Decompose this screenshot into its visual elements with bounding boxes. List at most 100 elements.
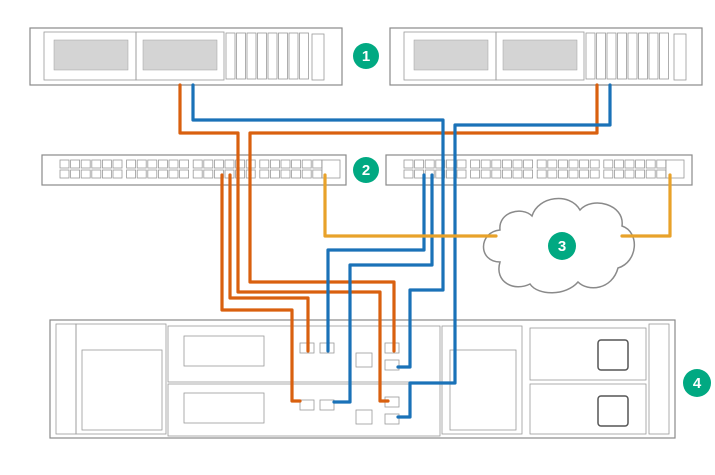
switch-port (435, 169, 446, 179)
switch-port (112, 169, 123, 179)
orange-cable (228, 173, 310, 353)
switch-port (280, 169, 291, 179)
switch-left (41, 154, 347, 186)
drive-bay (617, 32, 627, 80)
switch-port (59, 169, 70, 179)
switch-port (558, 159, 568, 169)
switch-port (547, 159, 558, 169)
callout-label-1: 1 (362, 48, 370, 65)
switch-port (235, 159, 246, 169)
switch-port (589, 169, 600, 179)
switch-port (203, 159, 214, 169)
yellow-cable (620, 173, 672, 238)
switch-port (80, 159, 91, 169)
switch-port (558, 169, 568, 179)
cables (178, 83, 672, 419)
switch-port (301, 159, 312, 169)
drive-bay (236, 32, 246, 80)
switch-port (624, 159, 635, 169)
switch-port (213, 169, 224, 179)
drive-bay (267, 32, 278, 80)
server-right (389, 27, 703, 86)
drive-bay (585, 32, 596, 80)
switch-port (136, 169, 147, 179)
switch-port (547, 169, 558, 179)
drive-bay (606, 32, 617, 80)
switch-port (179, 169, 190, 179)
switch-port (635, 159, 645, 169)
callout-badge-4: 4 (683, 369, 711, 397)
switch-port (523, 169, 533, 179)
switch-port (126, 169, 136, 179)
switch-port (645, 159, 656, 169)
switch-port (568, 169, 579, 179)
switch-port (291, 159, 302, 169)
switch-port (589, 159, 600, 169)
switch-port (491, 159, 502, 169)
switch-port (523, 159, 533, 169)
drive-bay (278, 32, 288, 80)
drive-bay (246, 32, 257, 80)
switch-port (645, 169, 656, 179)
switch-port (192, 169, 203, 179)
switch-port (168, 169, 179, 179)
blue-cable (396, 173, 445, 369)
switch-port (424, 159, 435, 169)
switch-port (102, 169, 112, 179)
blue-cable (453, 83, 612, 177)
power-supply-bottom (529, 383, 647, 435)
switch-port (102, 159, 112, 169)
switch-port (579, 159, 589, 169)
switch-port (179, 159, 190, 169)
switch-port (136, 159, 147, 169)
callout-label-3: 3 (558, 238, 566, 255)
switch-port (213, 159, 224, 169)
blue-cable (396, 173, 457, 419)
switch-port (512, 169, 523, 179)
switch-port (91, 159, 102, 169)
switch-port (568, 159, 579, 169)
switch-port (157, 169, 168, 179)
drive-bay (596, 32, 606, 80)
switch-port (614, 169, 624, 179)
switch-port (168, 159, 179, 169)
switch-port (491, 169, 502, 179)
switch-port (635, 169, 645, 179)
switch-port (269, 169, 280, 179)
drive-bay (627, 32, 638, 80)
drive-bay (225, 32, 236, 80)
switch-port (301, 169, 312, 179)
switch-port (603, 169, 614, 179)
power-supply-top (529, 327, 647, 381)
switch-port (501, 169, 512, 179)
blue-cable (191, 83, 445, 177)
switch-port (91, 169, 102, 179)
switch-port (147, 159, 158, 169)
switch-port (70, 169, 80, 179)
switch-port (269, 159, 280, 169)
blue-cable (326, 173, 426, 353)
callout-label-4: 4 (693, 375, 702, 392)
callout-badge-2: 2 (353, 157, 379, 183)
drive-bay (638, 32, 648, 80)
switch-port (259, 169, 270, 179)
switch-port (435, 159, 446, 169)
switch-port (59, 159, 70, 169)
switch-port (259, 159, 270, 169)
switch-port (280, 159, 291, 169)
drive-bay (648, 32, 659, 80)
callout-badge-1: 1 (353, 43, 379, 69)
switch-port (80, 169, 91, 179)
switch-port (291, 169, 302, 179)
switch-port (192, 159, 203, 169)
switch-port (614, 159, 624, 169)
orange-cable (248, 173, 396, 353)
switch-port (512, 159, 523, 169)
switch-port (603, 159, 614, 169)
uplink-port (665, 159, 685, 179)
switch-port (147, 169, 158, 179)
drive-bay (299, 32, 309, 80)
switch-port (70, 159, 80, 169)
switch-port (536, 169, 547, 179)
